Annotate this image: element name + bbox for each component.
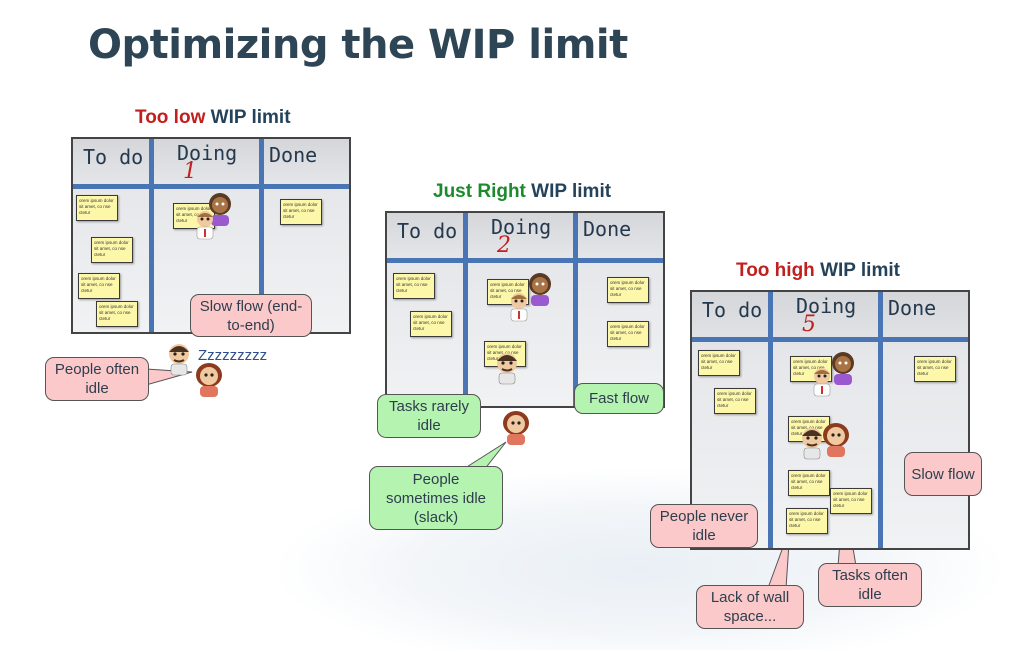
callout-people-never-idle: People never idle [650, 504, 758, 548]
column-header-done: Done [888, 296, 937, 320]
column-header-doing: Doing [177, 141, 238, 165]
board-header-divider [73, 184, 349, 189]
cartoon-person-icon [529, 273, 551, 306]
callout-people-often-idle: People often idle [45, 357, 149, 401]
sticky-note: orem ipsum dolor sit amet, co nse ctetur [76, 195, 118, 221]
mid-wip-heading: Just Right WIP limit [433, 181, 611, 203]
sticky-note: orem ipsum dolor sit amet, co nse ctetur [714, 388, 756, 414]
sticky-note: orem ipsum dolor sit amet, co nse ctetur [78, 273, 120, 299]
board-header-divider [692, 337, 968, 342]
sticky-note: orem ipsum dolor sit amet, co nse ctetur [788, 470, 830, 496]
low-wip-heading: Too low WIP limit [135, 107, 291, 129]
sticky-note: orem ipsum dolor sit amet, co nse ctetur [410, 311, 452, 337]
cartoon-person-icon [510, 293, 528, 322]
cartoon-person-icon [813, 368, 831, 397]
sticky-note: orem ipsum dolor sit amet, co nse ctetur [96, 301, 138, 327]
callout-tasks-rarely-idle: Tasks rarely idle [377, 394, 481, 438]
column-header-doing: Doing [491, 215, 552, 239]
cartoon-person-icon [209, 193, 231, 226]
board-divider [463, 213, 468, 406]
wip-limit-number: 5 [802, 312, 816, 337]
cartoon-person-icon [823, 423, 849, 457]
sticky-note: orem ipsum dolor sit amet, co nse ctetur [698, 350, 740, 376]
cartoon-person-icon [497, 353, 517, 385]
cartoon-person-icon [832, 352, 854, 385]
mid-wip-label-qualifier: Just Right [433, 181, 526, 202]
callout-slow-flow: Slow flow (end-to-end) [190, 294, 312, 337]
column-header-todo: To do [702, 298, 763, 322]
callout-slow-flow-high: Slow flow [904, 452, 982, 496]
sticky-note: orem ipsum dolor sit amet, co nse ctetur [914, 356, 956, 382]
column-header-doing: Doing [796, 294, 857, 318]
high-wip-heading: Too high WIP limit [736, 260, 900, 282]
cartoon-person-icon [196, 211, 214, 240]
cartoon-person-icon [169, 344, 189, 376]
sticky-note: orem ipsum dolor sit amet, co nse ctetur [607, 321, 649, 347]
cartoon-person-icon [503, 411, 529, 445]
wip-limit-number: 1 [183, 159, 197, 184]
low-wip-label-suffix: WIP limit [210, 107, 291, 128]
column-header-done: Done [269, 143, 318, 167]
cartoon-person-icon [802, 428, 822, 460]
sticky-note: orem ipsum dolor sit amet, co nse ctetur [280, 199, 322, 225]
board-header-divider [387, 258, 663, 263]
sticky-note: orem ipsum dolor sit amet, co nse ctetur [484, 341, 526, 367]
snore-text: Zzzzzzzzz [198, 347, 268, 364]
high-wip-label-suffix: WIP limit [820, 260, 900, 281]
sticky-note: orem ipsum dolor sit amet, co nse ctetur [830, 488, 872, 514]
sticky-note: orem ipsum dolor sit amet, co nse ctetur [91, 237, 133, 263]
board-divider [878, 292, 883, 548]
mid-wip-label-suffix: WIP limit [531, 181, 612, 202]
sticky-note: orem ipsum dolor sit amet, co nse ctetur [393, 273, 435, 299]
kanban-board-high: To do Doing Done 5 orem ipsum dolor sit … [690, 290, 970, 550]
kanban-board-just-right: To do Doing Done 2 orem ipsum dolor sit … [385, 211, 665, 408]
high-wip-label-qualifier: Too high [736, 260, 815, 281]
low-wip-label-qualifier: Too low [135, 107, 206, 128]
board-divider [573, 213, 578, 406]
sticky-note: orem ipsum dolor sit amet, co nse ctetur [786, 508, 828, 534]
board-divider [149, 139, 154, 332]
callout-fast-flow: Fast flow [574, 383, 664, 414]
board-divider [768, 292, 773, 548]
column-header-done: Done [583, 217, 632, 241]
sticky-note: orem ipsum dolor sit amet, co nse ctetur [607, 277, 649, 303]
callout-tasks-often-idle: Tasks often idle [818, 563, 922, 607]
cartoon-person-icon [196, 363, 222, 397]
board-divider [259, 139, 264, 332]
wip-limit-number: 2 [497, 233, 511, 258]
page-title: Optimizing the WIP limit [88, 22, 628, 68]
column-header-todo: To do [83, 145, 144, 169]
column-header-todo: To do [397, 219, 458, 243]
callout-people-sometimes-idle: People sometimes idle (slack) [369, 466, 503, 530]
callout-lack-of-wall-space: Lack of wall space... [696, 585, 804, 629]
